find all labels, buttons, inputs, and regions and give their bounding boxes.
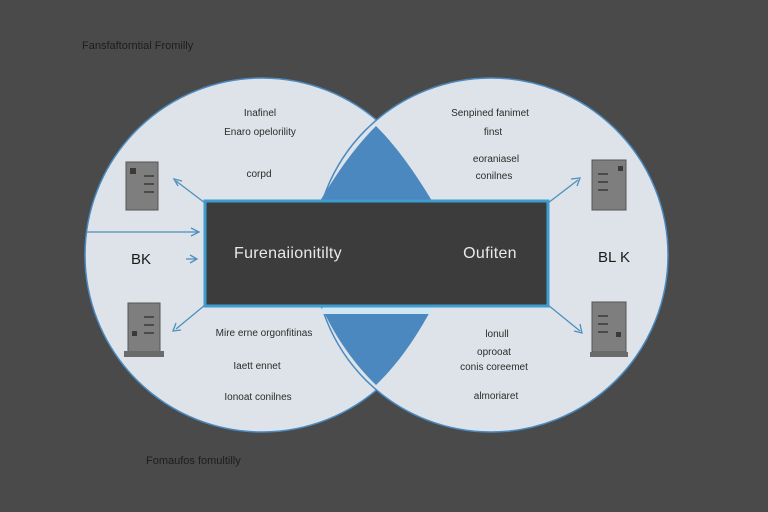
right-top-text: conilnes (475, 171, 513, 182)
server-icon (125, 161, 159, 211)
right-bottom-text: conis coreemet (460, 362, 528, 373)
left-top-text: corpd (246, 169, 272, 180)
lens-bottom (322, 308, 432, 385)
left-top-text: Inafinel (243, 108, 277, 119)
band-left-label: Furenaiionitilty (234, 245, 342, 262)
arrow-to-left-top-icon (172, 177, 206, 204)
left-top-text: Enaro opelorility (224, 127, 296, 138)
server-icon (590, 301, 628, 357)
center-band (203, 199, 550, 308)
right-top-text: finst (483, 127, 503, 138)
right-bottom-text: oprooat (477, 347, 511, 358)
arrow-in-left (86, 227, 201, 237)
left-bottom-text: Ionoat conilnes (224, 392, 292, 403)
lens-top (320, 126, 432, 201)
right-side-label: BL K (598, 249, 630, 266)
diagram-footer: Fomaufos fomultilly (146, 455, 241, 467)
right-bottom-text: lonull (485, 329, 509, 340)
arrow-to-right-bottom-icon (547, 304, 583, 334)
left-bottom-text: Mire erne orgonfitinas (215, 328, 313, 339)
diagram-title: Fansfaftorntial Fromilly (82, 40, 194, 52)
arrow-to-right-top-icon (547, 177, 581, 204)
right-bottom-text: almoriaret (473, 391, 519, 402)
server-icon (124, 302, 164, 357)
arrow-to-left-bottom-icon (172, 304, 206, 332)
left-bottom-text: Iaett ennet (233, 361, 281, 372)
arrow-mid-left (186, 254, 199, 264)
band-right-label: Oufiten (463, 245, 517, 262)
right-top-text: Senpined fanimet (451, 108, 529, 119)
server-icon (591, 159, 627, 211)
lens-bottom-highlight (322, 308, 432, 314)
left-side-label: BK (130, 251, 152, 268)
right-top-text: eoraniasel (472, 154, 520, 165)
